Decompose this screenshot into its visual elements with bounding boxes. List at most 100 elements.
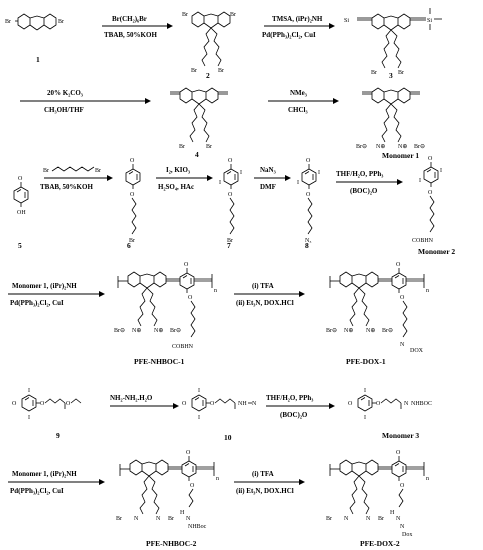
atom-label: N [186,516,191,522]
condition-label: TBAB, 50%KOH [104,31,157,39]
drug-label: Dox [402,532,412,538]
compound-1-label: 1 [36,55,40,64]
atom-label: O [188,295,193,301]
atom-label: O [348,401,353,407]
condition-label: H₂SO₄, HAc [158,183,194,191]
monomer-1-label: Monomer 1 [382,151,419,160]
ammonium-label: N⊕ [376,144,385,150]
atom-label: O [400,483,405,489]
atom-label: Br [58,19,64,25]
compound-5-label: 5 [18,241,22,250]
condition-label: (ii) Et₃N, DOX.HCl [236,487,294,495]
atom-label: O [306,192,311,198]
compound-4-structure: Br Br [170,87,228,150]
atom-label: O [376,401,381,407]
ammonium-label: N⊕ [344,328,353,334]
compound-6-structure: O O Br [125,158,141,244]
atom-label: O [428,156,433,162]
atom-label: I [297,180,299,186]
atom-label: O [184,262,189,268]
atom-label: O [428,190,433,196]
atom-label: O [228,158,233,164]
compound-5-structure: O OH [13,176,29,216]
reagent-label: I₂, KIO₃ [166,166,190,174]
counterion-label: Br⊖ [170,328,181,334]
condition-label: Pd(PPh₃)₂Cl₂, CuI [10,487,64,495]
atom-label: O [12,401,17,407]
row-4: Monomer 1, (iPr)₂NH Pd(PPh₃)₂Cl₂, CuI O … [8,262,429,366]
atom-label: H [180,510,185,516]
reagent-label: Br(CH₂)₆Br [112,15,147,23]
atom-label: I [198,388,200,394]
atom-label: Br [43,168,49,174]
repeat-unit-n: n [426,476,429,482]
condition-label: (BOC)₂O [350,187,378,195]
atom-label: OH [17,210,26,216]
compound-4-label: 4 [195,150,199,159]
row-1: Br Br 1 Br(CH₂)₆Br TBAB, 50%KOH Br Br Br… [5,8,442,80]
compound-9-structure: O I I O O [12,388,82,421]
counterion-label: Br⊖ [414,144,425,150]
row-2: 20% K₂CO₃ CH₃OH/THF Br Br 4 NMe₃ CHCl₃ B… [20,87,425,160]
atom-label: O [130,192,135,198]
reagent-label: Monomer 1, (iPr)₂NH [12,282,77,290]
atom-label: N [396,516,401,522]
polymer-4-structure: O n O Br N N Br H N N Dox [326,450,429,538]
polymer-2-label: PFE-DOX-1 [346,357,386,366]
atom-label: Br [227,238,233,244]
ammonium-label: N [344,516,349,522]
repeat-unit-n: n [216,476,219,482]
atom-label: I [219,180,221,186]
atom-label: O [40,401,45,407]
counterion-label: Br [378,516,384,522]
condition-label: CHCl₃ [288,106,308,114]
repeat-unit-n: n [426,288,429,294]
compound-10-label: 10 [224,433,232,442]
atom-label: I [28,415,30,421]
atom-label: H [390,510,395,516]
monomer-2-label: Monomer 2 [418,247,455,256]
compound-9-label: 9 [56,431,60,440]
azide-label: N₃ [305,238,311,244]
compound-6-label: 6 [127,241,131,250]
atom-label: I [198,415,200,421]
reagent-label: NMe₃ [290,89,307,97]
polymer-3-structure: O n O Br N N Br H N NHBoc [116,450,219,530]
counterion-label: Br⊖ [356,144,367,150]
reagent-label: NaN₃ [260,166,276,174]
atom-label: O [400,295,405,301]
counterion-label: Br [168,516,174,522]
condition-label: CH₃OH/THF [44,106,84,114]
condition-label: (BOC)₂O [280,411,308,419]
atom-label: O [396,450,401,456]
atom-label: Br [206,144,212,150]
reagent-label: TMSA, (iPr)₂NH [272,15,323,23]
atom-label: N [252,401,257,407]
ammonium-label: N⊕ [366,328,375,334]
atom-label: O [18,176,23,182]
row-6: Monomer 1, (iPr)₂NH Pd(PPh₃)₂Cl₂, CuI O … [8,450,429,548]
atom-label: N [400,524,405,530]
atom-label: O [306,158,311,164]
ammonium-label: N⊕ [154,328,163,334]
atom-label: Br [182,12,188,18]
atom-label: I [419,178,421,184]
reagent-label: (i) TFA [252,470,274,478]
atom-label: Br [398,70,404,76]
atom-label: I [318,170,320,176]
ammonium-label: N [134,516,139,522]
monomer-1-structure: Br⊖ N⊕ N⊕ Br⊖ [356,87,425,150]
boc-amine-label: COBHN [172,344,194,350]
atom-label: N [404,401,409,407]
boc-amine-label: COBHN [412,238,434,244]
atom-label: N [400,342,405,348]
atom-label: I [364,415,366,421]
polymer-1-label: PFE-NHBOC-1 [134,357,185,366]
reagent-label: THF/H₂O, PPh₃ [336,170,383,178]
atom-label: NH [238,401,247,407]
condition-label: (ii) Et₃N, DOX.HCl [236,299,294,307]
atom-label: Br [230,12,236,18]
atom-label: Si [344,18,349,24]
ammonium-label: N⊕ [132,328,141,334]
